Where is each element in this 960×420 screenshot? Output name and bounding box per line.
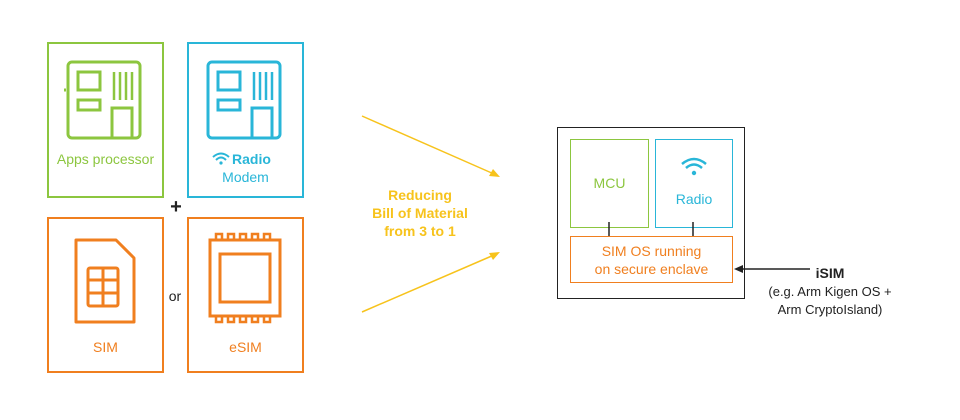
bom-text-line2: Bill of Material [372, 205, 468, 221]
sim-os-line1: SIM OS running [601, 243, 702, 259]
wifi-icon [681, 157, 707, 176]
isim-title: iSIM [815, 265, 845, 281]
lower-arrow-line [361, 254, 495, 313]
radio-label: Radio [232, 151, 271, 167]
apps-processor-box [47, 42, 164, 198]
wifi-icon [212, 152, 230, 165]
chip-icon [64, 60, 142, 140]
esim-chip-icon [208, 232, 282, 324]
upper-arrow-head [489, 169, 500, 177]
chip-icon [206, 60, 282, 140]
apps-processor-label: Apps processor [56, 151, 155, 167]
mcu-label: MCU [593, 175, 626, 191]
sim-os-box [570, 236, 733, 283]
upper-arrow-line [361, 115, 495, 175]
esim-box [187, 217, 304, 373]
radio-modem-box [187, 42, 304, 198]
radio-box-label: Radio [675, 191, 713, 207]
isim-line2: Arm CryptoIsland) [777, 302, 883, 317]
bom-text-line3: from 3 to 1 [384, 223, 456, 239]
sim-card-icon [74, 238, 136, 324]
sim-label: SIM [93, 339, 118, 355]
sim-os-line2: on secure enclave [594, 261, 709, 277]
plus-sign: + [170, 196, 182, 218]
isim-line1: (e.g. Arm Kigen OS + [768, 284, 892, 299]
lower-arrow-head [489, 252, 500, 260]
bom-text-line1: Reducing [388, 187, 452, 203]
isim-module-box [557, 127, 745, 299]
modem-label: Modem [222, 169, 269, 185]
esim-label: eSIM [229, 339, 262, 355]
or-label: or [168, 288, 182, 304]
sim-box [47, 217, 164, 373]
radio-box [655, 139, 733, 228]
